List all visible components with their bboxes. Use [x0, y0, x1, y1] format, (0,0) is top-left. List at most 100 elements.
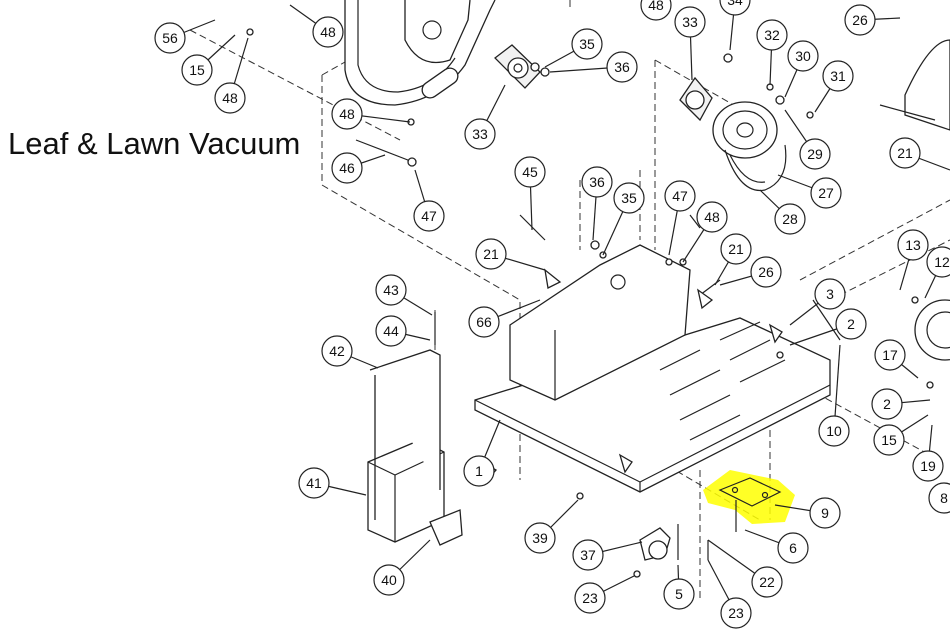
callout-label: 43 — [383, 282, 399, 298]
callout-37: 37 — [572, 539, 604, 571]
callout-17: 17 — [874, 339, 906, 371]
callout-circle — [321, 335, 353, 367]
callout-label: 28 — [782, 211, 798, 227]
callout-label: 47 — [672, 188, 688, 204]
blower-housing — [344, 0, 496, 106]
callout-circle — [331, 152, 363, 184]
callout-circle — [375, 274, 407, 306]
callout-circle — [298, 467, 330, 499]
callout-label: 21 — [483, 246, 499, 262]
diagram-title: Leaf & Lawn Vacuum — [8, 126, 301, 161]
callout-circle — [514, 156, 546, 188]
pulley-belt — [712, 101, 787, 192]
callout-circle — [373, 564, 405, 596]
callout-circle — [154, 22, 186, 54]
callout-circle — [413, 200, 445, 232]
callout-label: 45 — [522, 164, 538, 180]
callout-label: 10 — [826, 423, 842, 439]
callout-circle — [719, 0, 751, 16]
callout-label: 2 — [883, 396, 891, 412]
callout-label: 22 — [759, 574, 775, 590]
callout-label: 26 — [852, 12, 868, 28]
callout-label: 29 — [807, 146, 823, 162]
callout-circle — [799, 138, 831, 170]
callout-label: 44 — [383, 323, 399, 339]
callout-circle — [835, 308, 867, 340]
callout-23: 23 — [720, 597, 752, 629]
callout-circle — [664, 180, 696, 212]
callout-circle — [720, 597, 752, 629]
callout-circle — [464, 118, 496, 150]
callout-label: 27 — [818, 185, 834, 201]
callout-circle — [844, 4, 876, 36]
callout-circle — [928, 482, 950, 514]
callout-circle — [572, 539, 604, 571]
callout-23: 23 — [574, 582, 606, 614]
callout-label: 12 — [934, 254, 950, 270]
callout-circle — [774, 203, 806, 235]
callout-31: 31 — [822, 60, 854, 92]
callout-label: 39 — [532, 530, 548, 546]
callout-label: 17 — [882, 347, 898, 363]
callout-label: 2 — [847, 316, 855, 332]
callout-circle — [581, 166, 613, 198]
callout-circle — [889, 137, 921, 169]
callout-19: 19 — [912, 450, 944, 482]
callout-2: 2 — [835, 308, 867, 340]
highlight-mark — [703, 470, 795, 524]
callout-35: 35 — [571, 28, 603, 60]
callout-label: 34 — [727, 0, 743, 8]
callout-12: 12 — [926, 246, 950, 278]
callout-circle — [214, 82, 246, 114]
callout-label: 46 — [339, 160, 355, 176]
callout-circle — [331, 98, 363, 130]
bearing-flange-left — [494, 44, 541, 89]
callout-circle — [674, 6, 706, 38]
callout-label: 48 — [222, 90, 238, 106]
callout-label: 48 — [339, 106, 355, 122]
callout-label: 21 — [897, 145, 913, 161]
callout-28: 28 — [774, 203, 806, 235]
callout-6: 6 — [777, 532, 809, 564]
callout-circle — [897, 229, 929, 261]
callout-label: 40 — [381, 572, 397, 588]
callout-label: 26 — [758, 264, 774, 280]
callout-circle — [663, 578, 695, 610]
callout-circle — [777, 532, 809, 564]
callout-1: 1 — [463, 455, 495, 487]
callout-circle — [571, 28, 603, 60]
callout-circle — [787, 40, 819, 72]
callout-label: 21 — [728, 241, 744, 257]
callout-48: 48 — [214, 82, 246, 114]
callout-15: 15 — [181, 54, 213, 86]
callout-circle — [640, 0, 672, 21]
callout-43: 43 — [375, 274, 407, 306]
callout-label: 15 — [189, 62, 205, 78]
callout-label: 30 — [795, 48, 811, 64]
callout-label: 32 — [764, 27, 780, 43]
callout-26: 26 — [750, 256, 782, 288]
callout-label: 6 — [789, 540, 797, 556]
callout-47: 47 — [664, 180, 696, 212]
callout-45: 45 — [514, 156, 546, 188]
callout-9: 9 — [809, 497, 841, 529]
callout-label: 41 — [306, 475, 322, 491]
callout-label: 47 — [421, 208, 437, 224]
callout-circle — [468, 306, 500, 338]
callout-label: 9 — [821, 505, 829, 521]
callout-label: 35 — [621, 190, 637, 206]
callout-label: 5 — [675, 586, 683, 602]
callout-circle — [574, 582, 606, 614]
callout-8: 8 — [928, 482, 950, 514]
callout-label: 33 — [472, 126, 488, 142]
callout-circle — [809, 497, 841, 529]
callout-circle — [375, 315, 407, 347]
highlighted-part-9 — [703, 470, 795, 524]
callout-circle — [874, 339, 906, 371]
callout-label: 36 — [589, 174, 605, 190]
callout-label: 13 — [905, 237, 921, 253]
callout-26: 26 — [844, 4, 876, 36]
callout-circle — [871, 388, 903, 420]
callout-33: 33 — [674, 6, 706, 38]
